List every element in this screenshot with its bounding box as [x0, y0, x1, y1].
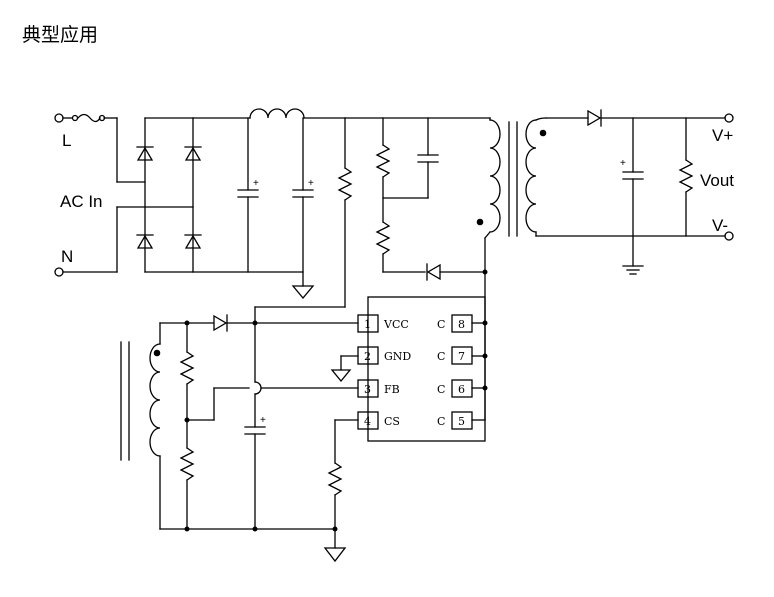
label-n: N	[61, 247, 73, 266]
bridge-rectifier	[136, 117, 202, 273]
label-vplus: V+	[712, 126, 733, 145]
pin-6-name: C	[437, 383, 445, 396]
pin-3-name: FB	[384, 383, 400, 396]
inductor-l1	[249, 108, 305, 119]
cvcc-plus: +	[260, 415, 266, 426]
resistor-cs	[327, 462, 343, 496]
terminal-n	[54, 267, 64, 277]
c2-plus: +	[308, 178, 314, 189]
secondary-winding	[525, 119, 537, 233]
diode-d3	[136, 234, 154, 249]
aux-winding	[149, 343, 161, 457]
pin-3-number: 3	[364, 383, 371, 396]
ground-primary	[291, 285, 315, 300]
diode-d1	[136, 146, 154, 161]
startup-resistor	[254, 117, 491, 324]
page-title: 典型应用	[22, 24, 99, 46]
pin-7-name: C	[437, 350, 445, 363]
controller-ic: 1 2 3 4 8 7 6 5 VCC GND FB CS C C C C	[330, 269, 488, 442]
pin-4-number: 4	[364, 415, 371, 428]
diode-aux	[213, 314, 228, 332]
pin-6-number: 6	[458, 383, 465, 396]
resistor-snubber-1	[375, 144, 391, 178]
diode-output	[587, 109, 602, 127]
pin-7-number: 7	[458, 350, 465, 363]
main-transformer	[476, 117, 547, 273]
aux-dot	[153, 349, 161, 357]
ground-ic	[330, 369, 352, 383]
aux-supply: +	[120, 314, 359, 563]
resistor-load	[678, 159, 694, 193]
resistor-snubber-2	[375, 221, 391, 255]
pin-5-number: 5	[458, 415, 465, 428]
label-ac-in: AC In	[60, 192, 103, 211]
ac-input: L AC In N	[54, 113, 194, 277]
secondary-dot	[539, 129, 547, 137]
terminal-vminus	[724, 231, 734, 241]
resistor-rstart	[337, 167, 353, 201]
fuse	[77, 113, 101, 123]
pin-4-name: CS	[384, 415, 400, 428]
terminal-vplus	[724, 113, 734, 123]
pin-5-name: C	[437, 415, 445, 428]
pin-8-name: C	[437, 318, 445, 331]
resistor-fb-bottom	[179, 447, 195, 481]
pin-1-name: VCC	[383, 318, 409, 331]
label-vminus: V-	[712, 216, 728, 235]
pin-2-name: GND	[384, 350, 411, 363]
diode-d2	[184, 146, 202, 161]
ground-aux	[323, 547, 347, 563]
pin-1-number: 1	[364, 318, 371, 331]
pin-2-number: 2	[364, 350, 371, 363]
input-filter: + +	[192, 108, 346, 300]
resistor-fb-top	[179, 351, 195, 385]
pin-8-number: 8	[458, 318, 465, 331]
c1-plus: +	[253, 178, 259, 189]
diode-d4	[184, 234, 202, 249]
rcd-snubber	[375, 117, 486, 281]
diode-snubber	[426, 263, 441, 281]
terminal-l	[54, 113, 64, 123]
label-l: L	[62, 131, 71, 150]
label-vout: Vout	[700, 171, 734, 190]
cout-plus: +	[620, 158, 626, 169]
primary-dot	[476, 218, 484, 226]
primary-winding	[489, 119, 501, 233]
output-stage: + V+ Vout V-	[535, 109, 734, 275]
